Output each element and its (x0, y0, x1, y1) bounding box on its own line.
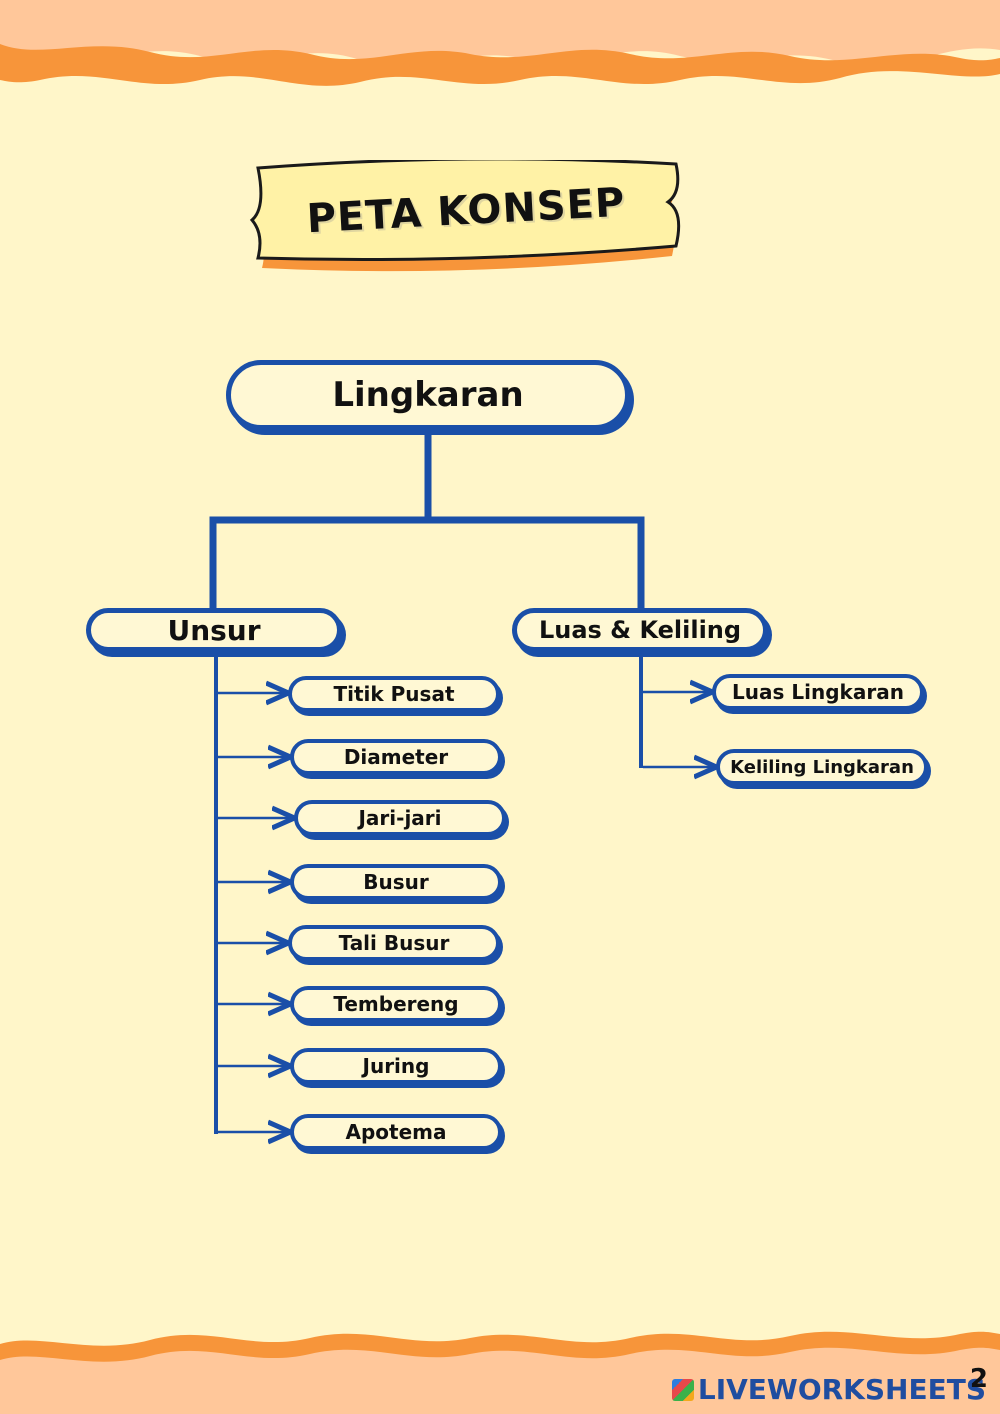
unsur-node: Unsur (86, 608, 342, 652)
root-node: Lingkaran (226, 360, 630, 430)
leaf-node-keliling-lingkaran: Keliling Lingkaran (716, 749, 928, 785)
leaf-node-jari-jari: Jari-jari (294, 800, 506, 836)
leaf-node-titik-pusat: Titik Pusat (288, 676, 500, 712)
page-number: 2 (970, 1364, 988, 1394)
leaf-node-luas-lingkaran: Luas Lingkaran (712, 674, 924, 710)
liveworksheets-logo[interactable]: LIVEWORKSHEETS (672, 1373, 986, 1406)
leaf-node-tembereng: Tembereng (290, 986, 502, 1022)
leaf-node-tali-busur: Tali Busur (288, 925, 500, 961)
liveworksheets-logo-icon (672, 1379, 694, 1401)
liveworksheets-brand-text: LIVEWORKSHEETS (698, 1373, 986, 1406)
leaf-node-busur: Busur (290, 864, 502, 900)
leaf-node-juring: Juring (290, 1048, 502, 1084)
luas-keliling-node: Luas & Keliling (512, 608, 768, 652)
leaf-node-apotema: Apotema (290, 1114, 502, 1150)
leaf-node-diameter: Diameter (290, 739, 502, 775)
